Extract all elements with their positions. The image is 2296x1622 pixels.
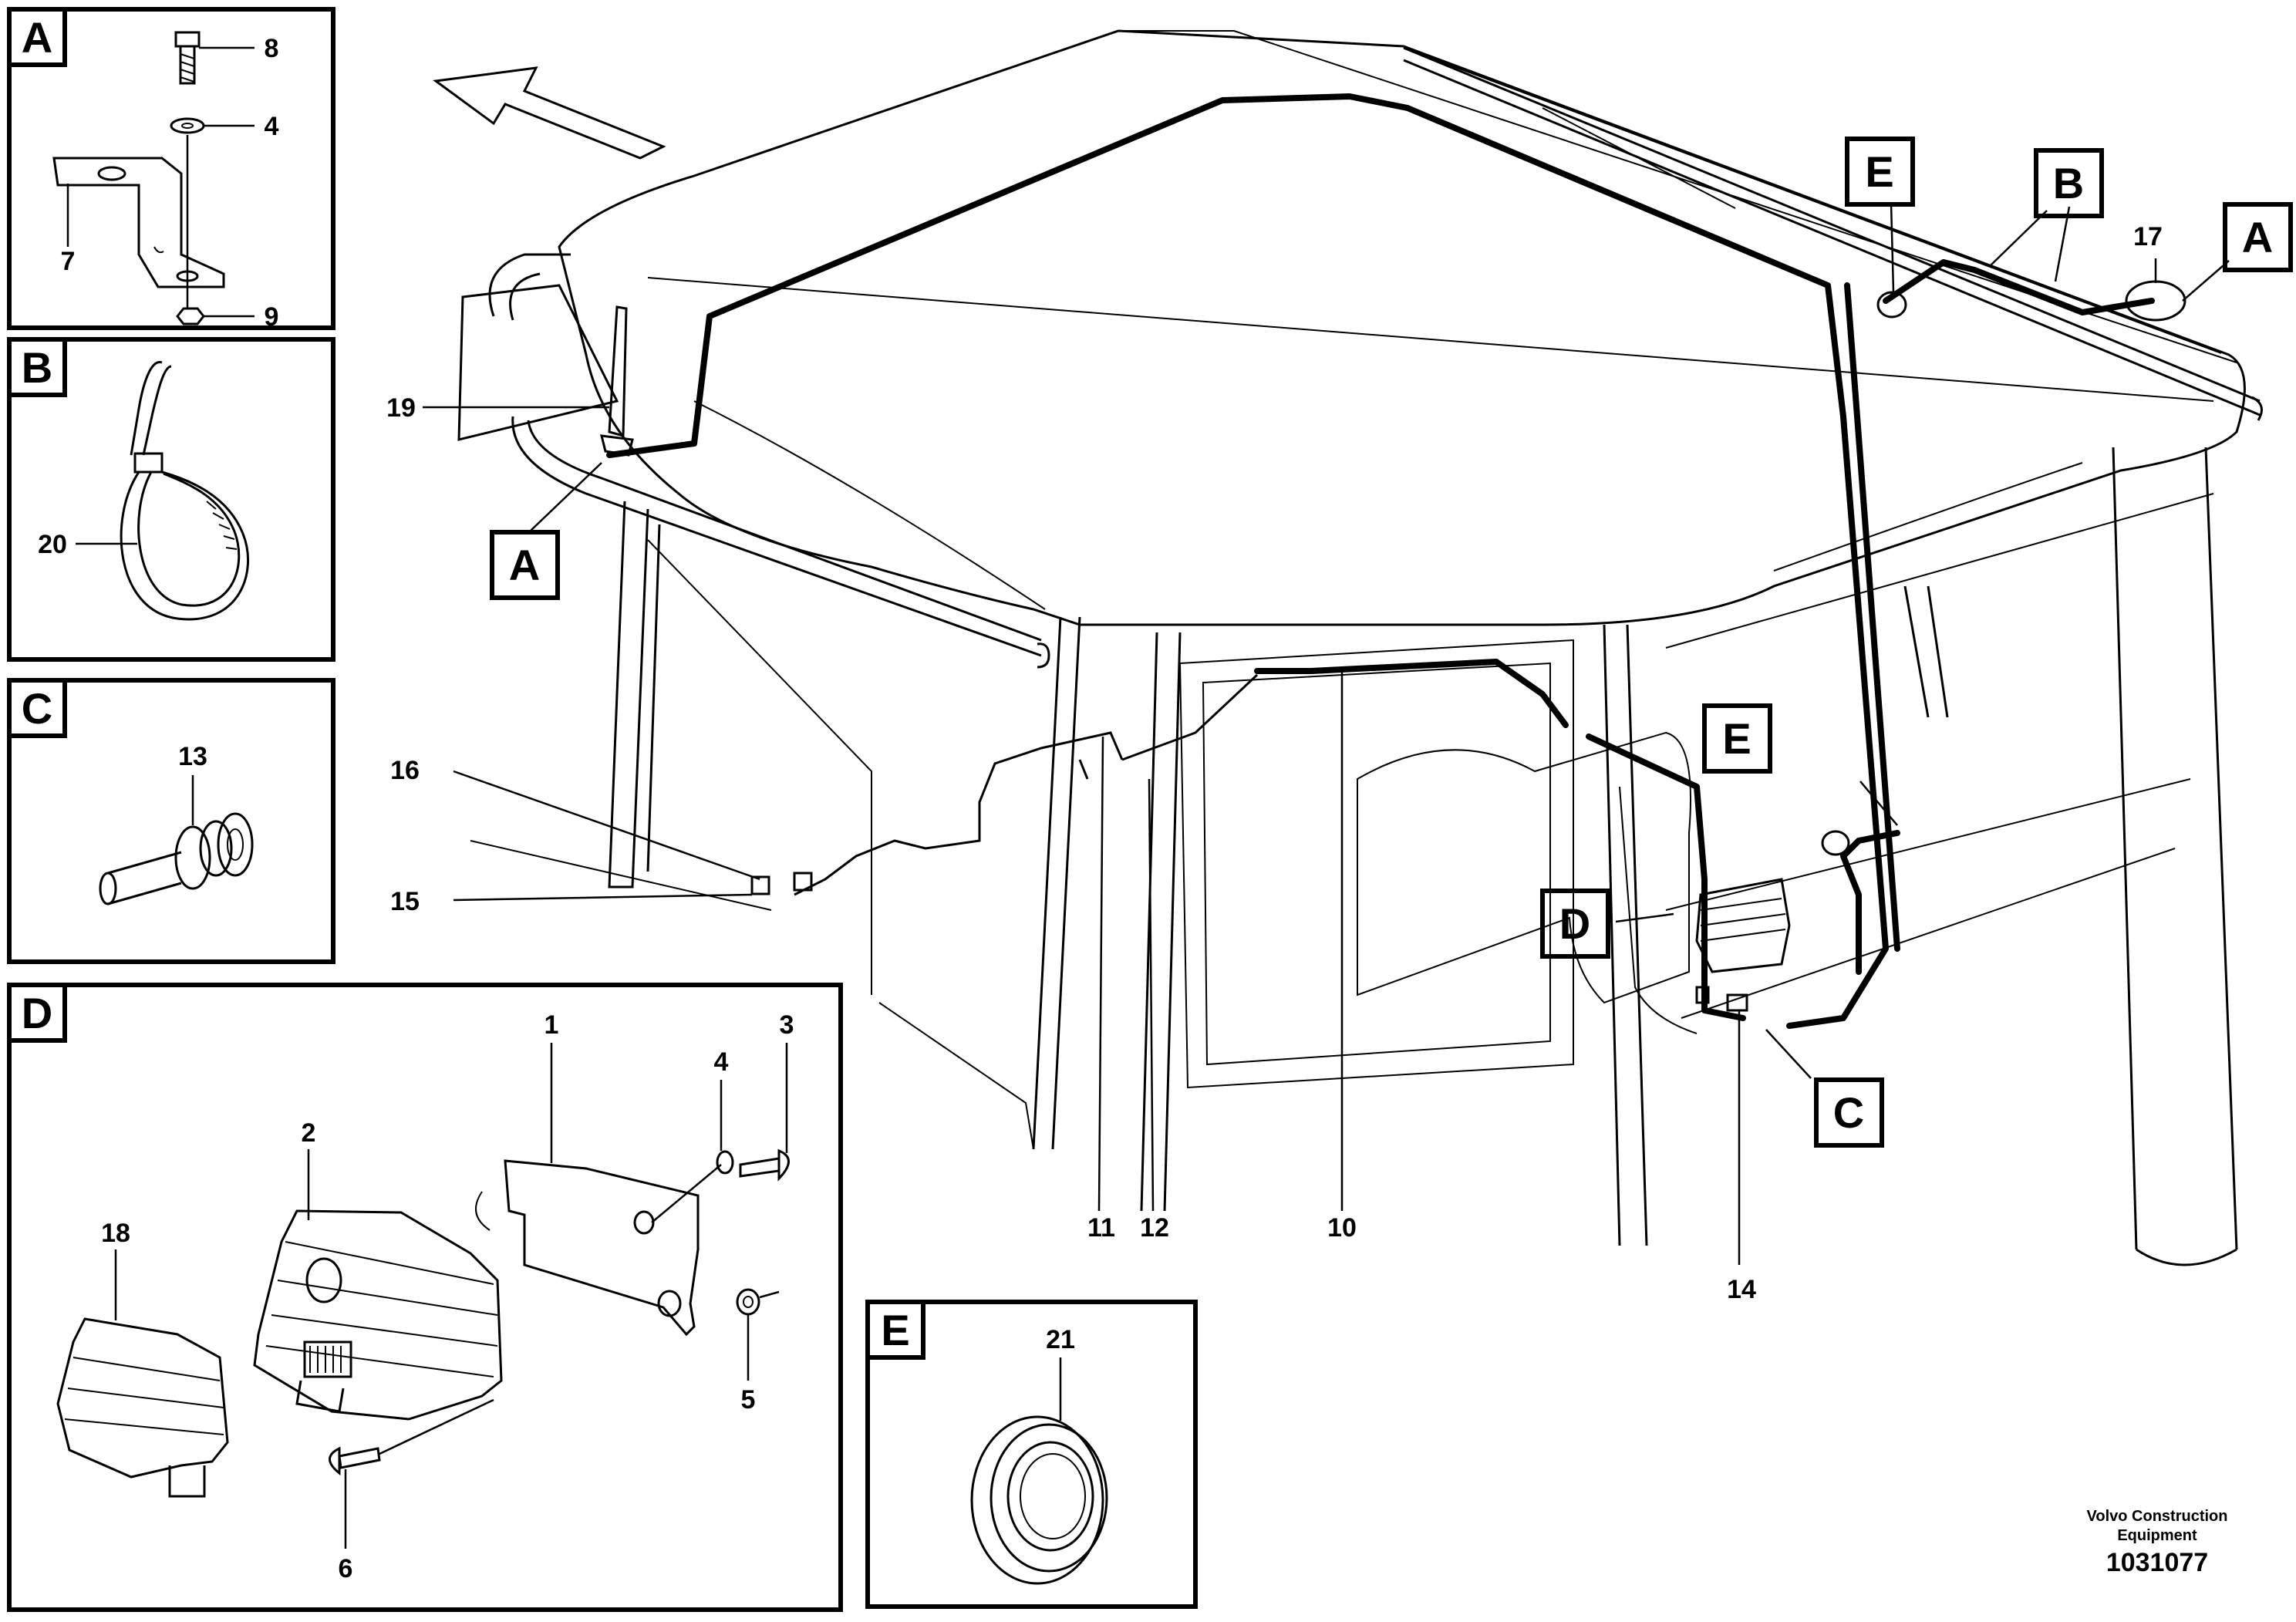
connector-15-16 [750,872,813,895]
callout-17: 17 [2133,222,2163,251]
callout-12: 12 [1140,1213,1169,1243]
callout-20: 20 [38,530,67,559]
detail-box-a: A 8 4 7 9 [7,7,335,332]
callout-2: 2 [302,1118,316,1148]
detail-a-letter: A [22,13,52,62]
antenna-part [600,305,634,457]
washer-part [170,117,255,134]
main-box-d: D [1559,899,1590,948]
nut-part [176,307,255,325]
main-box-e-mid: E [1722,714,1751,763]
wiring-harness [606,93,2186,1029]
lamp-cover-part [56,1249,229,1498]
work-lamp-assembly [1695,878,1791,1012]
callout-9: 9 [265,302,279,332]
main-box-e-top: E [1865,147,1893,196]
main-box-b: B [2053,159,2084,207]
detail-box-e: E 21 [865,1300,1198,1609]
main-box-a-right: A [2242,213,2273,261]
callout-18: 18 [101,1219,130,1248]
callout-19: 19 [386,393,416,423]
detail-e-letter: E [881,1306,909,1354]
callout-8: 8 [265,34,279,63]
document-number: 1031077 [2106,1548,2208,1577]
callout-4-d: 4 [714,1047,729,1077]
work-lamp-housing-part [253,1149,503,1421]
main-leaders [423,202,2230,1265]
main-letter-boxes [490,137,2293,1148]
detail-d-letter: D [22,989,52,1037]
main-box-c: C [1833,1088,1864,1137]
callout-11: 11 [1087,1213,1115,1243]
detail-b-letter: B [22,343,52,392]
detail-box-d: D [7,983,843,1612]
footer: Volvo Construction Equipment 1031077 [2087,1508,2228,1577]
company-line-2: Equipment [2117,1527,2197,1544]
callout-13: 13 [178,742,207,771]
plug-part [99,775,254,905]
callout-21: 21 [1046,1325,1075,1354]
bolt-part [174,31,255,85]
callout-16: 16 [390,756,420,785]
nut-5-part [736,1288,780,1381]
right-roof-rail [1403,46,2263,421]
callout-15: 15 [390,887,420,916]
lamp-bracket-part [475,1043,700,1337]
callout-14: 14 [1727,1275,1756,1304]
left-roof-rail [457,253,1050,669]
screw-3-part [651,1043,790,1223]
grommet-part [970,1357,1108,1585]
callout-4-a: 4 [265,112,279,141]
cab-pillars [608,447,2238,1266]
cab-roof [558,29,2246,626]
callout-7: 7 [61,247,76,276]
callout-6: 6 [339,1554,353,1583]
main-box-a-left: A [509,541,540,589]
detail-box-c: C 13 [7,678,335,964]
cable-tie-part [76,361,250,621]
main-cab-view: A E B A E D C 19 16 15 11 12 10 14 17 [386,29,2293,1304]
company-line-1: Volvo Construction [2087,1508,2228,1525]
screw-6-part [329,1398,494,1549]
forward-direction-arrow [433,66,666,160]
callout-1: 1 [544,1010,559,1040]
callout-10: 10 [1327,1213,1357,1243]
callout-3: 3 [780,1010,794,1040]
callout-5: 5 [741,1385,756,1415]
bracket-part [52,157,225,288]
cab-door-frame [470,493,2214,1150]
detail-box-b: B 20 [7,337,335,662]
detail-c-letter: C [22,684,52,733]
